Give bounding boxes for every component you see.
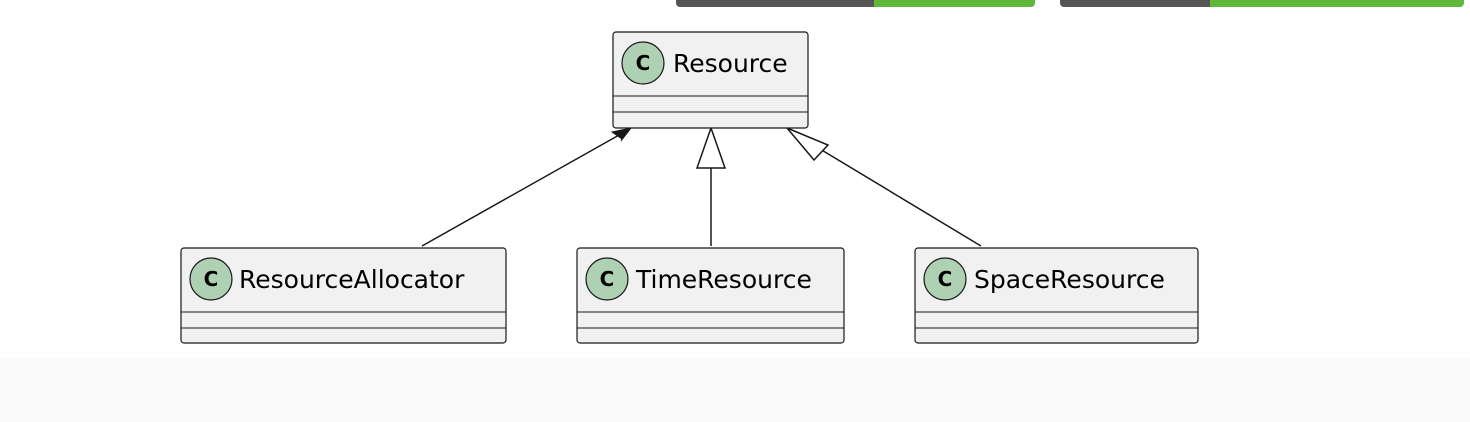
class-name: TimeResource [635, 265, 812, 294]
class-name: Resource [673, 49, 788, 78]
class-name: SpaceResource [974, 265, 1165, 294]
stereotype-letter: C [204, 267, 219, 291]
class-time-resource[interactable]: C TimeResource [576, 247, 845, 344]
status-badge-left[interactable] [676, 0, 1035, 7]
class-resource-allocator[interactable]: C ResourceAllocator [180, 247, 507, 344]
badge-value-segment [874, 0, 1035, 7]
class-stereotype-icon [621, 41, 665, 85]
class-resource[interactable]: C Resource [612, 31, 809, 129]
diagram-canvas: C Resource C ResourceAllocator C TimeRes… [180, 0, 1464, 344]
badge-label-segment [1060, 0, 1210, 7]
class-space-resource[interactable]: C SpaceResource [914, 247, 1199, 344]
badge-label-segment [676, 0, 874, 7]
edge-allocator-to-resource [421, 127, 633, 247]
class-stereotype-icon [585, 257, 629, 301]
stereotype-letter: C [636, 51, 651, 75]
status-badge-right[interactable] [1060, 0, 1464, 7]
stereotype-letter: C [600, 267, 615, 291]
class-name: ResourceAllocator [239, 265, 465, 294]
class-stereotype-icon [923, 257, 967, 301]
stereotype-letter: C [938, 267, 953, 291]
uml-class-diagram: C Resource C ResourceAllocator C TimeRes… [180, 31, 1199, 344]
edge-time-to-resource [695, 125, 727, 246]
class-stereotype-icon [189, 257, 233, 301]
edge-space-to-resource [786, 127, 982, 247]
badge-value-segment [1210, 0, 1464, 7]
